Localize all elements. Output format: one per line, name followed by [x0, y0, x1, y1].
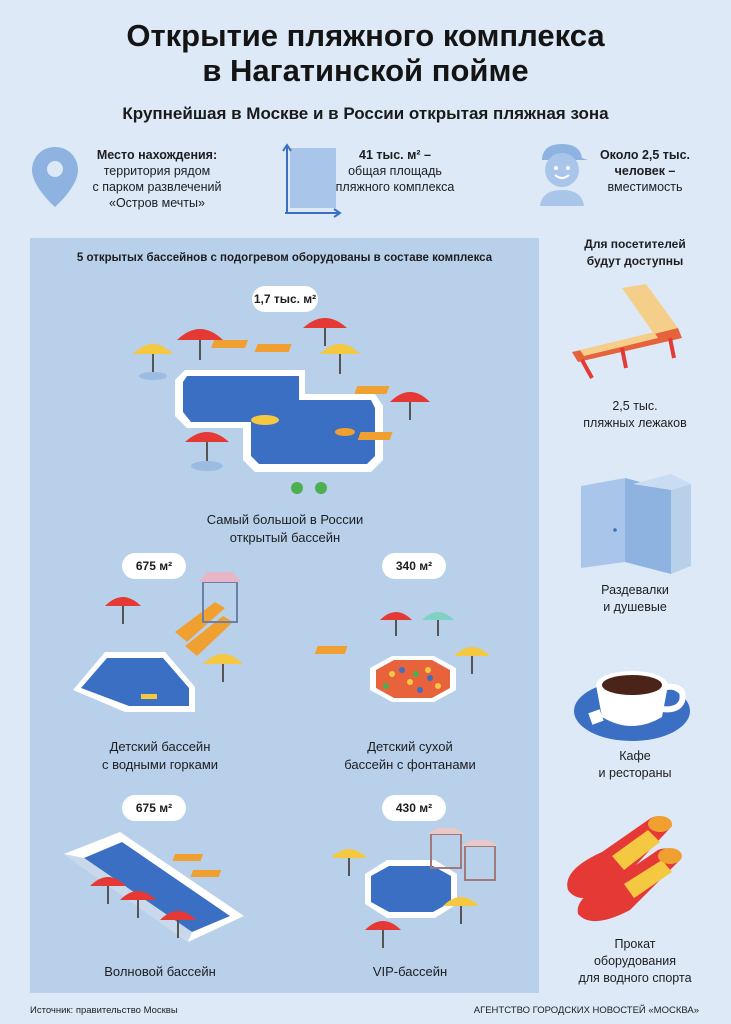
sunbed-icon — [572, 284, 682, 379]
fact-capacity-line2: человек – — [614, 164, 676, 178]
amenity-sunbeds-line2: пляжных лежаков — [583, 416, 687, 430]
source-note: Источник: правительство Москвы — [30, 1005, 178, 1016]
amenity-cafe-line2: и рестораны — [598, 766, 672, 780]
amenity-sunbeds-caption: 2,5 тыс. пляжных лежаков — [560, 398, 710, 432]
largest-pool-illustration — [133, 318, 430, 494]
pool-4-caption-line1: Волновой бассейн — [104, 964, 216, 979]
pool-2-caption-line1: Детский бассейн — [109, 739, 211, 754]
pool-1-caption-line1: Самый большой в России — [206, 512, 364, 527]
pool-4-area-badge: 675 м² — [122, 795, 186, 821]
location-pin-icon — [32, 147, 78, 207]
pool-3-area-badge: 340 м² — [382, 553, 446, 579]
flippers-icon — [567, 816, 682, 922]
agency-credit: АГЕНТСТВО ГОРОДСКИХ НОВОСТЕЙ «МОСКВА» — [473, 1005, 699, 1016]
pools-header: 5 открытых бассейнов с подогревом оборуд… — [76, 252, 493, 264]
fact-capacity-line3: вместимость — [607, 180, 683, 194]
fact-area-line3: пляжного комплекса — [335, 180, 455, 194]
umbrella-icon — [133, 318, 430, 462]
dry-pool-illustration — [314, 612, 490, 702]
amenity-rental-line3: для водного спорта — [578, 971, 692, 985]
pool-1-caption: Самый большой в России открытый бассейн — [150, 511, 420, 547]
changing-room-icon — [581, 474, 691, 574]
fact-area-value: 41 тыс. м² – — [359, 148, 431, 162]
pool-1-area-badge: 1,7 тыс. м² — [252, 286, 318, 312]
amenity-rental-line1: Прокат — [614, 937, 656, 951]
pool-3-caption-line1: Детский сухой — [367, 739, 453, 754]
fact-area-line2: общая площадь — [348, 164, 442, 178]
fact-location: Место нахождения: территория рядом с пар… — [82, 147, 232, 211]
pool-4-caption: Волновой бассейн — [75, 963, 245, 981]
visitors-header-line1: Для посетителей — [584, 237, 686, 251]
pool-2-caption: Детский бассейн с водными горками — [75, 738, 245, 774]
amenity-changing-line1: Раздевалки — [601, 583, 669, 597]
area-icon — [282, 143, 342, 218]
pool-1-caption-line2: открытый бассейн — [229, 530, 341, 545]
amenity-changing-caption: Раздевалки и душевые — [560, 582, 710, 616]
amenity-sunbeds-value: 2,5 тыс. — [612, 399, 658, 413]
pool-5-area-badge: 430 м² — [382, 795, 446, 821]
fact-area: 41 тыс. м² – общая площадь пляжного комп… — [330, 147, 460, 195]
page-title: Открытие пляжного комплекса в Нагатинско… — [0, 18, 731, 88]
visitors-header-line2: будут доступны — [586, 254, 684, 268]
kids-slides-pool-illustration — [73, 572, 243, 712]
fact-location-line2: территория рядом — [103, 164, 211, 178]
title-line-1: Открытие пляжного комплекса — [126, 18, 605, 53]
fact-location-line4: «Остров мечты» — [109, 196, 205, 210]
pool-3-caption: Детский сухой бассейн с фонтанами — [325, 738, 495, 774]
person-icon — [540, 144, 588, 206]
pool-2-area-badge: 675 м² — [122, 553, 186, 579]
vip-pool-illustration — [331, 828, 499, 948]
page-subtitle: Крупнейшая в Москве и в России открытая … — [122, 104, 609, 123]
amenity-cafe-line1: Кафе — [619, 749, 651, 763]
visitors-header: Для посетителей будут доступны — [560, 236, 710, 270]
fact-capacity: Около 2,5 тыс. человек – вместимость — [590, 147, 700, 195]
title-line-2: в Нагатинской пойме — [202, 53, 529, 88]
fact-location-line3: с парком развлечений — [92, 180, 222, 194]
amenity-rental-caption: Прокат оборудования для водного спорта — [555, 936, 715, 987]
coffee-cup-icon — [574, 671, 690, 741]
amenity-rental-line2: оборудования — [593, 954, 677, 968]
amenity-changing-line2: и душевые — [603, 600, 667, 614]
pool-2-caption-line2: с водными горками — [101, 757, 219, 772]
pool-3-caption-line2: бассейн с фонтанами — [344, 757, 476, 772]
fact-capacity-value: Около 2,5 тыс. — [599, 148, 691, 162]
pool-5-caption-line1: VIP-бассейн — [372, 964, 448, 979]
fact-location-label: Место нахождения: — [96, 148, 218, 162]
pool-5-caption: VIP-бассейн — [325, 963, 495, 981]
amenity-cafe-caption: Кафе и рестораны — [560, 748, 710, 782]
wave-pool-illustration — [64, 832, 244, 942]
